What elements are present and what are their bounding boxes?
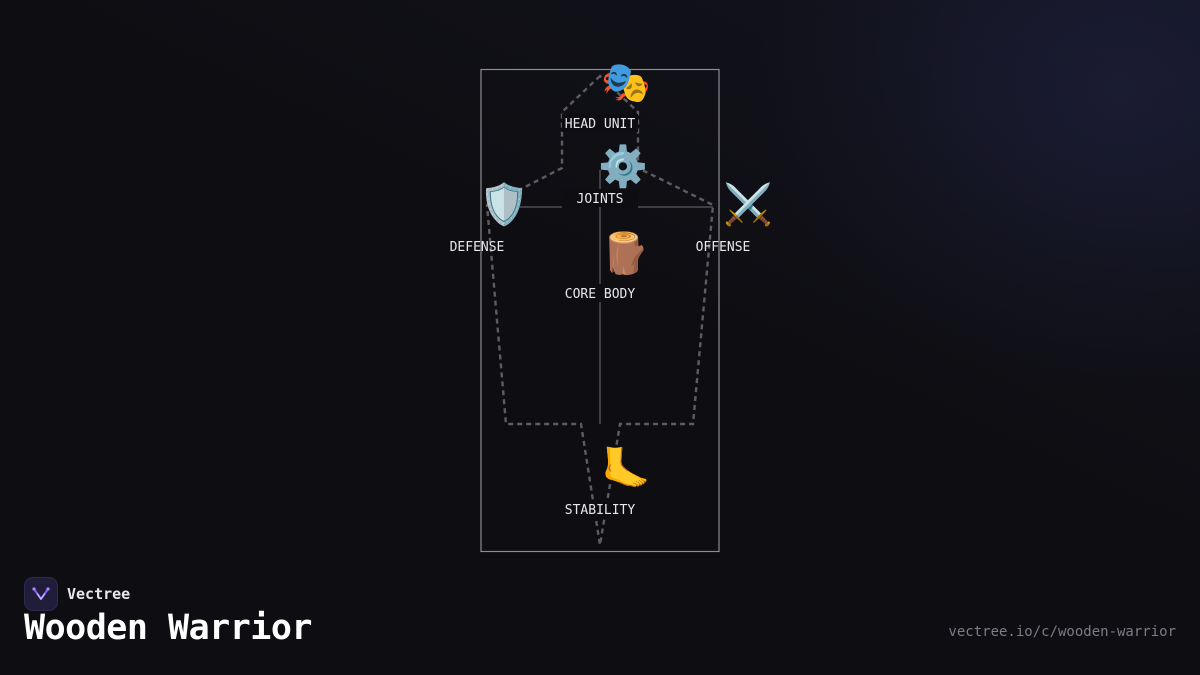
page-url-link[interactable]: vectree.io/c/wooden-warrior: [948, 624, 1176, 640]
node-label-head-unit: HEAD UNIT: [565, 117, 636, 132]
vectree-logo-icon: [24, 577, 58, 611]
diagram-frame: [480, 68, 720, 553]
node-label-stability: STABILITY: [565, 503, 636, 518]
node-offense[interactable]: ⚔️ OFFENSE: [696, 181, 773, 255]
page-title: Wooden Warrior: [24, 608, 313, 648]
foot-icon: 🦶: [601, 445, 651, 492]
gear-icon: ⚙️: [598, 143, 648, 190]
performing-arts-masks-icon: 🎭: [601, 60, 651, 106]
node-head-unit[interactable]: 🎭 HEAD UNIT: [562, 60, 651, 132]
node-label-offense: OFFENSE: [696, 240, 751, 255]
node-stability[interactable]: 🦶 STABILITY: [560, 445, 651, 518]
crossed-swords-icon: ⚔️: [723, 181, 773, 228]
node-label-core-body: CORE BODY: [565, 287, 636, 302]
wood-log-icon: 🪵: [600, 230, 650, 277]
shield-icon: 🛡️: [479, 181, 529, 228]
brand-name: Vectree: [67, 585, 131, 603]
node-label-joints: JOINTS: [577, 192, 624, 207]
node-label-defense: DEFENSE: [450, 240, 505, 255]
node-joints[interactable]: ⚙️ JOINTS: [562, 143, 648, 207]
node-core-body[interactable]: 🪵 CORE BODY: [560, 230, 650, 302]
node-defense[interactable]: 🛡️ DEFENSE: [450, 181, 529, 255]
brand[interactable]: Vectree: [24, 577, 130, 611]
